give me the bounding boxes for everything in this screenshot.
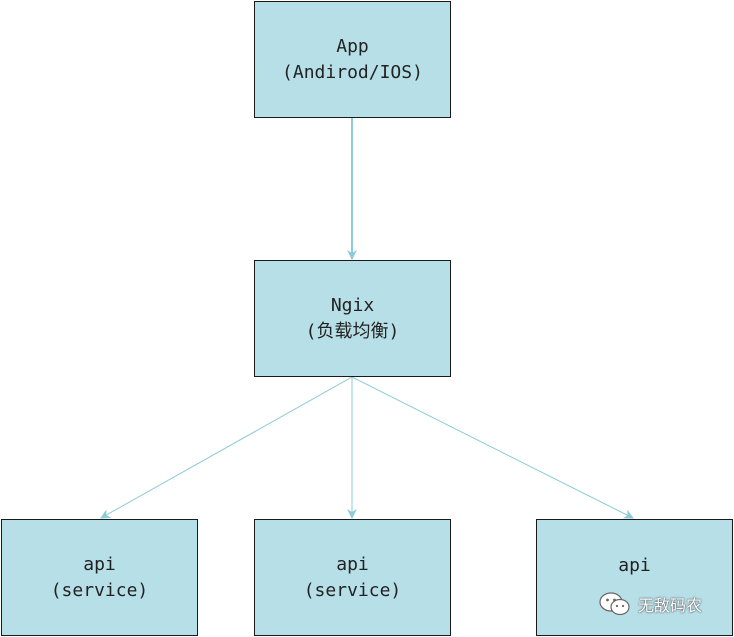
node-ngix-subtitle: (负载均衡) (305, 320, 400, 342)
node-api-2-subtitle: (service) (303, 579, 402, 601)
node-api-3: api (536, 519, 733, 636)
edge-ngix-to-api3 (351, 376, 634, 519)
watermark-text: 无敌码农 (638, 596, 703, 615)
edge-ngix-to-api1 (100, 376, 353, 519)
node-api-2: api (service) (254, 519, 451, 636)
wechat-icon (599, 592, 630, 616)
node-app-title: App (336, 35, 369, 57)
node-api-1: api (service) (1, 519, 198, 636)
node-ngix: Ngix (负载均衡) (254, 260, 451, 377)
node-api-3-title: api (618, 555, 651, 576)
node-app: App (Andirod/IOS) (254, 1, 451, 118)
node-ngix-title: Ngix (330, 294, 375, 316)
node-api-1-subtitle: (service) (50, 579, 149, 601)
node-api-1-title: api (83, 553, 116, 575)
node-app-subtitle: (Andirod/IOS) (282, 61, 423, 83)
node-api-2-title: api (336, 553, 369, 575)
watermark: 无敌码农 (598, 591, 702, 617)
